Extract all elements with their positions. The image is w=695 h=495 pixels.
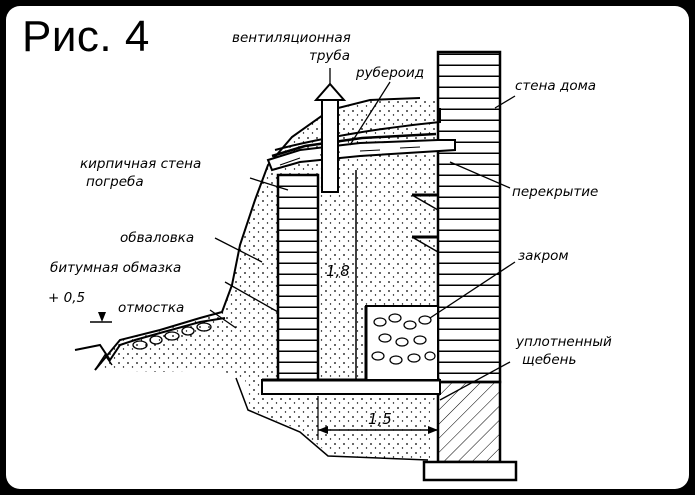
house-wall [422,50,518,482]
shelves [411,193,439,253]
ventilation-pipe [313,82,347,193]
label-ceiling: перекрытие [512,184,598,200]
label-vent-pipe-line2: труба [309,48,350,64]
cellar-diagram: вентиляционная труба рубероид стена дома… [48,30,612,482]
leader-lines [209,68,516,401]
diagram-frame: Рис. 4 [6,6,689,489]
label-bin: закром [518,248,569,264]
label-cellar-wall-line2: погреба [86,174,144,190]
dimension-height: 1,8 [326,262,350,280]
blind-area-stones [74,317,226,371]
cellar-floor [261,378,441,395]
label-gravel-line1: уплотненный [515,334,612,350]
label-house-wall: стена дома [515,78,596,94]
label-ruberoid: рубероид [355,65,424,81]
dimension-lines [90,312,438,440]
label-bitumen: битумная обмазка [50,260,181,276]
label-vent-pipe-line1: вентиляционная [232,30,351,46]
label-blind-area: отмостка [118,300,184,316]
label-grade-mark: + 0,5 [48,290,85,306]
cellar-brick-wall [276,173,320,384]
label-gravel-line2: щебень [522,352,576,368]
label-cellar-wall-line1: кирпичная стена [80,156,201,172]
label-embankment: обваловка [120,230,194,246]
dimension-width: 1,5 [368,410,392,428]
figure-title: Рис. 4 [22,12,150,61]
storage-bin [364,305,439,381]
